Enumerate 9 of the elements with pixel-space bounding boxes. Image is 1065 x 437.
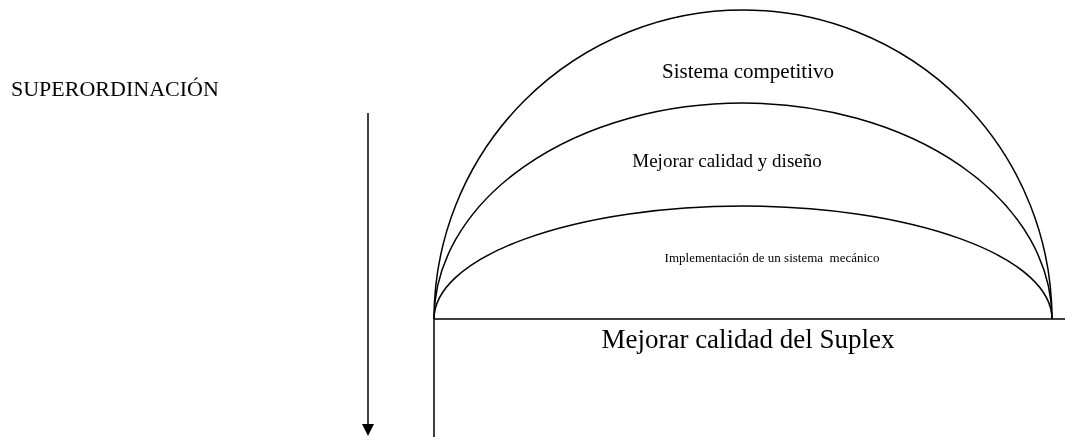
- axis-label: SUPERORDINACIÓN: [11, 76, 219, 102]
- node-text: Implementación de un sistema mecánico: [664, 251, 880, 266]
- base-panel: [434, 319, 1065, 437]
- dome-arc: [434, 206, 1052, 319]
- node-text: Mejorar calidad del Suplex: [601, 325, 895, 355]
- dome-arc: [434, 103, 1052, 319]
- node-text: Mejorar calidad y diseño: [632, 151, 822, 172]
- dome-arc: [434, 10, 1052, 319]
- node-text: Sistema competitivo: [661, 60, 835, 84]
